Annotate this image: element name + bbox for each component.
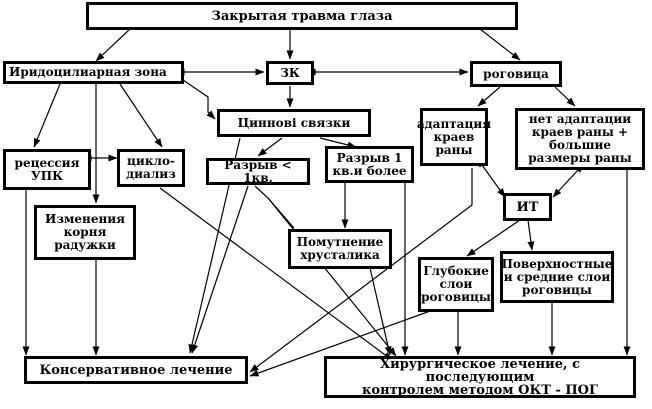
node-pover: Поверхностные и средние слои роговицы bbox=[500, 251, 614, 303]
edge-top-rog bbox=[479, 28, 521, 61]
edge-razryv1-hir bbox=[267, 197, 397, 357]
node-top: Закрытая травма глаза bbox=[86, 2, 518, 30]
node-razryv2: Разрыв 1 кв.и более bbox=[325, 146, 414, 183]
edge-pomut-hir bbox=[369, 267, 392, 356]
node-cinn: Циннові связки bbox=[217, 109, 371, 137]
node-izmen: Изменения корня радужки bbox=[34, 205, 136, 260]
node-it: ИТ bbox=[503, 193, 552, 221]
node-pomut: Помутнение хрусталика bbox=[288, 229, 392, 269]
node-netadapt: нет адаптации краев раны + большие разме… bbox=[515, 108, 645, 170]
node-irido: Иридоцилиарная зона bbox=[3, 61, 184, 84]
node-recess: рецессия УПК bbox=[3, 149, 91, 190]
edge-it-pover bbox=[527, 219, 535, 251]
edge-cinn-razryv2 bbox=[319, 137, 357, 149]
edge-cyclo-hir bbox=[159, 187, 393, 361]
edge-irido-cinn bbox=[179, 77, 216, 120]
edge-top-irido bbox=[95, 28, 131, 62]
node-cyclo: цикло- диализ bbox=[117, 149, 185, 187]
edge-rog-netadapt bbox=[554, 86, 576, 107]
node-rog: роговица bbox=[470, 61, 562, 87]
node-kons: Консервативное лечение bbox=[24, 356, 248, 384]
node-adapt: адаптация краев раны bbox=[417, 108, 491, 166]
edge-cinn-razryv1 bbox=[257, 137, 283, 157]
edge-razryv1-kons bbox=[191, 185, 249, 354]
edge-it-glub bbox=[466, 219, 521, 257]
edge-glub-kons bbox=[249, 309, 434, 377]
edge-adapt-kons bbox=[249, 168, 473, 373]
edge-netadapt-it bbox=[552, 163, 584, 198]
node-zk: ЗК bbox=[266, 61, 314, 85]
node-hir: Хирургическое лечение, с последующим кон… bbox=[324, 356, 636, 398]
edge-adapt-it bbox=[477, 158, 506, 198]
node-glub: Глубокие слои роговицы bbox=[418, 257, 494, 312]
node-razryv1: Разрыв < 1кв. bbox=[206, 158, 310, 185]
edge-razryv1-pomut bbox=[254, 185, 295, 229]
edge-irido-cyclo bbox=[119, 83, 163, 148]
edge-rog-adapt bbox=[477, 86, 501, 107]
edge-irido-recess bbox=[33, 83, 61, 148]
